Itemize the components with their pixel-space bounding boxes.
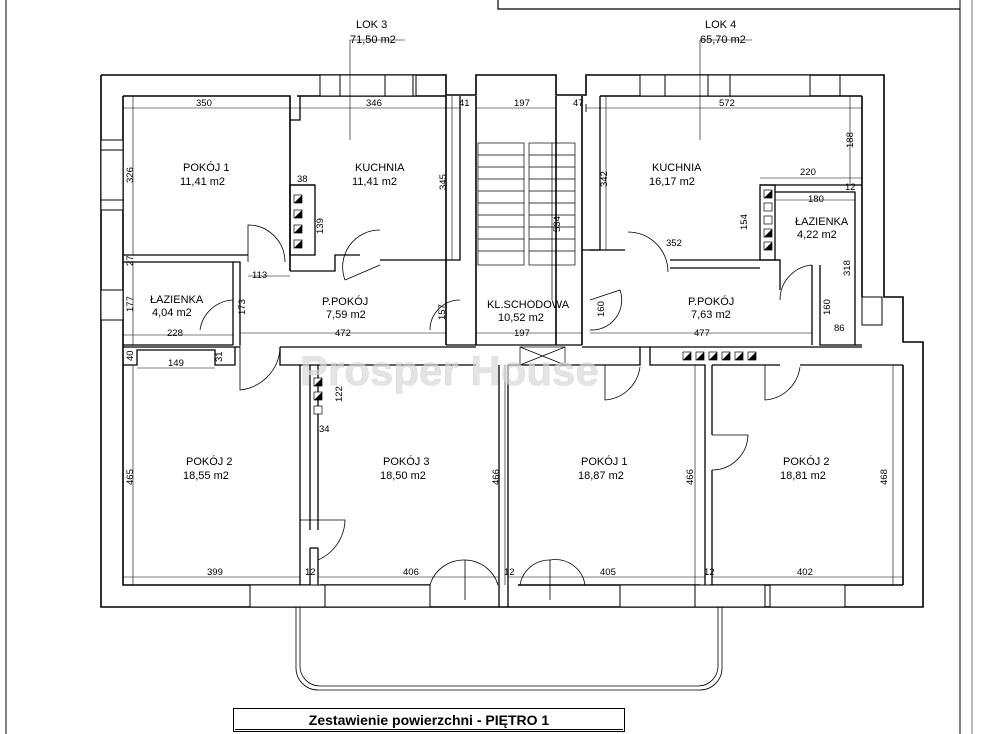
dimension-label: 27 (125, 255, 136, 266)
room-name: KUCHNIA (355, 162, 405, 174)
dimension-label: 41 (459, 98, 470, 109)
room-area: 4,22 m2 (797, 229, 837, 241)
dimension-label: 177 (125, 296, 136, 312)
room-area: 11,41 m2 (352, 176, 397, 188)
dimension-label: 326 (125, 167, 136, 183)
room-name: POKÓJ 1 (581, 455, 627, 468)
dimension-label: 149 (168, 358, 184, 369)
unit-area: 71,50 m2 (350, 34, 396, 46)
unit-name: LOK 4 (705, 19, 736, 31)
room-name: POKÓJ 3 (383, 455, 429, 468)
room-name: ŁAZIENKA (150, 294, 204, 306)
room-name: ŁAZIENKA (795, 216, 849, 228)
dimension-label: 34 (319, 424, 330, 435)
dimension-label: 40 (125, 350, 136, 361)
room-area: 4,04 m2 (152, 307, 192, 319)
dimension-label: 342 (599, 171, 610, 187)
dimension-label: 406 (403, 567, 419, 578)
dimension-label: 12 (305, 567, 316, 578)
dimension-label: 113 (252, 270, 267, 281)
dimension-label: 180 (808, 194, 824, 205)
dimension-label: 466 (685, 469, 696, 485)
dimension-label: 318 (842, 260, 853, 276)
dimension-label: 572 (719, 98, 735, 109)
summary-table-rule (235, 729, 623, 730)
room-area: 18,87 m2 (578, 470, 624, 482)
room-area: 16,17 m2 (649, 176, 695, 188)
unit-area: 65,70 m2 (700, 34, 746, 46)
dimension-label: 402 (797, 567, 813, 578)
dimension-label: 160 (596, 301, 607, 317)
unit-labels: LOK 3 71,50 m2 LOK 4 65,70 m2 (350, 19, 746, 46)
page-frame (5, 0, 973, 734)
dimension-labels: 350 346 41 197 47 572 188 326 345 342 22… (125, 98, 890, 578)
room-name: KUCHNIA (652, 162, 702, 174)
watermark: Prosper House (300, 347, 599, 394)
duct-fills (294, 190, 772, 400)
dimension-label: 534 (552, 216, 563, 232)
room-name: KL.SCHODOWA (487, 299, 570, 311)
room-area: 10,52 m2 (498, 312, 544, 324)
room-name: P.POKÓJ (688, 295, 734, 308)
staircase (477, 142, 576, 366)
dimension-label: 346 (366, 98, 382, 109)
dimension-label: 154 (739, 214, 750, 230)
room-name: POKÓJ 2 (783, 455, 829, 468)
room-area: 18,81 m2 (780, 470, 826, 482)
inner-walls (123, 96, 903, 607)
dimension-label: 468 (879, 469, 890, 485)
dimension-label: 31 (214, 351, 225, 362)
door-swings (199, 224, 813, 691)
room-area: 18,55 m2 (183, 470, 229, 482)
dimension-label: 122 (334, 386, 345, 402)
dimension-label: 350 (196, 98, 212, 109)
dimension-label: 197 (514, 98, 530, 109)
dimension-label: 139 (315, 218, 326, 234)
dimension-label: 47 (573, 98, 584, 109)
dimension-label: 38 (297, 174, 308, 185)
dimension-label: 405 (600, 567, 616, 578)
room-name: POKÓJ 2 (186, 455, 232, 468)
dimension-label: 472 (335, 328, 351, 339)
room-area: 7,63 m2 (691, 309, 731, 321)
dimension-label: 157 (437, 304, 448, 320)
dimension-label: 465 (125, 469, 136, 485)
dimension-ticks (122, 104, 904, 581)
dimension-label: 160 (822, 299, 833, 315)
dimension-label: 86 (834, 323, 845, 334)
room-labels: POKÓJ 1 11,41 m2 KUCHNIA 11,41 m2 KUCHNI… (150, 161, 849, 482)
dimension-label: 188 (845, 132, 856, 148)
room-area: 7,59 m2 (326, 309, 366, 321)
dimension-label: 466 (491, 469, 502, 485)
dimension-lines (123, 39, 903, 585)
dimension-label: 197 (514, 328, 530, 339)
dimension-label: 12 (504, 567, 515, 578)
dimension-label: 399 (207, 567, 223, 578)
dimension-label: 345 (438, 174, 449, 190)
dimension-label: 12 (845, 182, 856, 193)
room-area: 18,50 m2 (380, 470, 426, 482)
room-area: 11,41 m2 (180, 176, 225, 188)
dimension-label: 228 (167, 328, 183, 339)
summary-title: Zestawienie powierzchni - PIĘTRO 1 (233, 708, 625, 732)
dimension-label: 173 (237, 299, 248, 315)
unit-name: LOK 3 (356, 19, 387, 31)
dimension-label: 477 (694, 328, 710, 339)
room-name: POKÓJ 1 (183, 161, 229, 174)
dimension-label: 12 (704, 567, 715, 578)
room-name: P.POKÓJ (322, 295, 368, 308)
windows (100, 74, 883, 608)
dimension-label: 352 (666, 238, 682, 249)
dimension-label: 220 (800, 167, 816, 178)
